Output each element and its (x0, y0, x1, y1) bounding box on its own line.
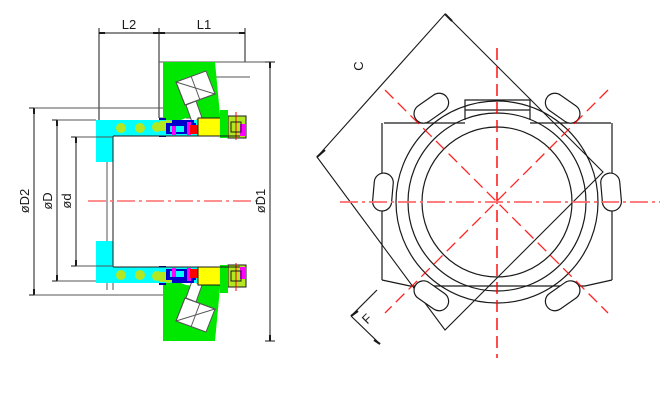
seal-seat-upper (197, 117, 223, 137)
dimension-C: C (316, 13, 604, 331)
oring-upper-2 (135, 123, 145, 133)
dimension-D1: øD1 (253, 61, 275, 342)
gasket-upper-1 (172, 126, 176, 135)
oring-lower-2 (135, 270, 145, 280)
dimension-d: ød (59, 136, 113, 267)
oring-upper-1 (116, 123, 126, 133)
dimension-label-L2: L2 (122, 17, 136, 32)
face-view: C (316, 13, 660, 358)
oring-lower-1 (116, 270, 126, 280)
seal-body-upper (96, 62, 247, 162)
spring-element-upper (175, 70, 217, 123)
body-bottom-left (381, 279, 411, 287)
gasket-upper-2 (187, 122, 191, 135)
sleeve-flange-upper (96, 120, 113, 162)
seal-carrier-cap-lower (172, 278, 194, 283)
gasket-lower-1 (172, 268, 176, 277)
green-post-upper (220, 110, 228, 138)
dimension-L1: L1 (159, 17, 246, 62)
dimension-label-D2: øD2 (17, 189, 32, 214)
diagonal-axis-1 (384, 89, 609, 314)
dimension-label-C: C (351, 61, 366, 70)
lug-slot-5 (600, 172, 622, 212)
dimension-D2: øD2 (17, 107, 163, 296)
dimension-F: F (350, 289, 381, 345)
sleeve-flange-lower (96, 241, 113, 283)
gasket-lower-2 (187, 268, 191, 281)
dimension-label-L1: L1 (197, 17, 211, 32)
body-bottom-right (584, 279, 613, 287)
carrier-inner-upper (170, 126, 184, 132)
lug-slot-1 (413, 92, 450, 124)
dimension-L2: L2 (98, 17, 160, 135)
seal-seat-lower (197, 266, 223, 286)
dimension-label-d: ød (59, 193, 74, 208)
oring-upper-3 (152, 122, 162, 132)
green-post-lower (220, 265, 228, 293)
seal-carrier-cap-upper (172, 120, 194, 125)
lug-slot-2 (372, 172, 394, 212)
lug-slot-6 (544, 280, 581, 312)
diagonal-axis-2 (384, 89, 609, 314)
drive-collar-gasket-upper (240, 124, 245, 136)
collar-detail-lower (230, 270, 242, 282)
oring-lower-3 (152, 271, 162, 281)
drive-collar-gasket-lower (240, 267, 245, 279)
cross-section-view: L2 L1 (17, 17, 275, 342)
face-centerlines (340, 48, 660, 358)
collar-detail-upper (230, 121, 242, 133)
dimension-label-D: øD (40, 192, 55, 209)
seal-body-lower (96, 241, 247, 341)
dimension-D: øD (40, 119, 96, 282)
carrier-inner-lower (170, 271, 184, 277)
dimension-label-D1: øD1 (253, 189, 268, 214)
dimension-label-F: F (359, 311, 375, 327)
lug-slot-3 (413, 280, 450, 312)
